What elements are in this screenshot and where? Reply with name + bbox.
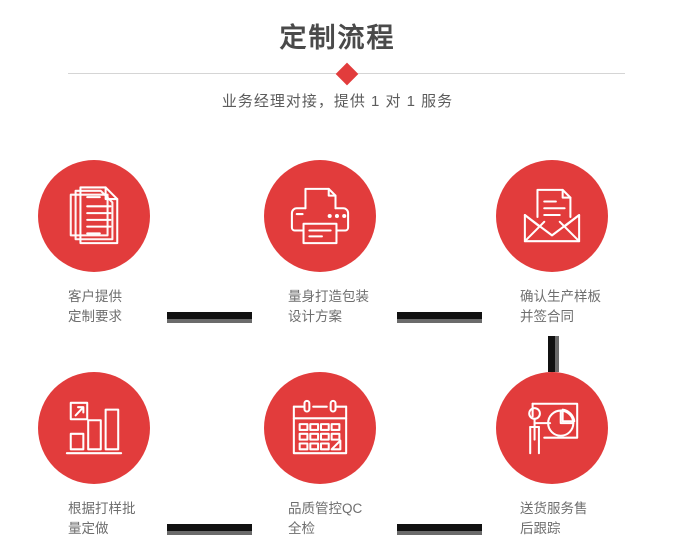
step-6[interactable]: 送货服务售 后跟踪 <box>482 372 632 539</box>
connector-step4-step5 <box>167 524 252 535</box>
connector-bar <box>167 312 252 319</box>
step-5-circle <box>264 372 376 484</box>
page-subtitle: 业务经理对接，提供 1 对 1 服务 <box>221 93 454 110</box>
printer-icon <box>290 187 350 245</box>
page-title: 定制流程 <box>279 23 396 53</box>
connector-shadow <box>167 531 252 535</box>
connector-shadow <box>167 319 252 323</box>
connector-bar <box>167 524 252 531</box>
step-2-label: 量身打造包装 设计方案 <box>288 289 369 324</box>
connector-bar <box>397 524 482 531</box>
connector-step3-step6 <box>548 336 559 372</box>
connector-step1-step2 <box>167 312 252 323</box>
title-divider <box>68 62 625 86</box>
step-6-circle <box>496 372 608 484</box>
calendar-icon <box>292 399 348 455</box>
step-5[interactable]: 品质管控QC 全检 <box>250 372 400 539</box>
step-1-label: 客户提供 定制要求 <box>68 289 122 324</box>
step-1-circle <box>38 160 150 272</box>
step-1[interactable]: 客户提供 定制要求 <box>24 160 174 327</box>
connector-step2-step3 <box>397 312 482 323</box>
envelope-document-icon <box>523 188 581 243</box>
documents-stack-icon <box>69 186 119 245</box>
step-4[interactable]: 根据打样批 量定做 <box>24 372 174 539</box>
step-5-label: 品质管控QC 全检 <box>288 501 363 536</box>
step-2[interactable]: 量身打造包装 设计方案 <box>250 160 400 327</box>
connector-shadow <box>555 336 559 372</box>
bar-chart-growth-icon <box>65 401 123 455</box>
page-header: 定制流程 业务经理对接，提供 1 对 1 服务 <box>0 0 675 130</box>
step-3-circle <box>496 160 608 272</box>
step-6-label: 送货服务售 后跟踪 <box>520 501 588 536</box>
process-steps: 客户提供 定制要求 量身打造包装 设计方案 <box>0 130 675 550</box>
step-2-circle <box>264 160 376 272</box>
step-4-circle <box>38 372 150 484</box>
diamond-marker-icon <box>335 62 358 86</box>
connector-step5-step6 <box>397 524 482 535</box>
connector-shadow <box>397 319 482 323</box>
connector-bar <box>397 312 482 319</box>
step-3[interactable]: 确认生产样板 并签合同 <box>482 160 632 327</box>
presenter-pie-chart-icon <box>528 402 579 455</box>
connector-bar <box>548 336 555 372</box>
step-4-label: 根据打样批 量定做 <box>68 501 136 536</box>
connector-shadow <box>397 531 482 535</box>
step-3-label: 确认生产样板 并签合同 <box>520 289 601 324</box>
